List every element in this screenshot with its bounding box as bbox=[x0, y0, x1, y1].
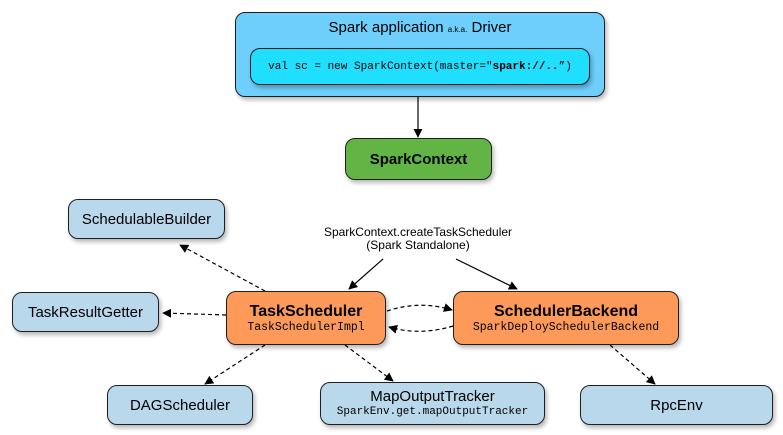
schedulerbackend-title: SchedulerBackend bbox=[493, 302, 639, 320]
taskscheduler-box: TaskScheduler TaskSchedulerImpl bbox=[226, 291, 386, 345]
driver-title-tail: Driver bbox=[471, 19, 512, 36]
sparkcontext-label: SparkContext bbox=[369, 150, 468, 168]
driver-code: val sc = new SparkContext(master="spark:… bbox=[268, 60, 572, 74]
edge-create-to-schedulerbackend bbox=[455, 258, 518, 290]
driver-code-box: val sc = new SparkContext(master="spark:… bbox=[250, 48, 590, 85]
driver-code-suffix: ”) bbox=[558, 60, 572, 73]
driver-code-prefix: val sc = new SparkContext(master=" bbox=[268, 60, 493, 73]
taskscheduler-impl: TaskSchedulerImpl bbox=[247, 320, 365, 334]
rpcenv-box: RpcEnv bbox=[580, 385, 773, 425]
driver-code-master: spark://.. bbox=[492, 60, 559, 73]
schedulerbackend-box: SchedulerBackend SparkDeploySchedulerBac… bbox=[453, 291, 679, 345]
edge-create-to-taskscheduler bbox=[348, 258, 384, 290]
driver-title: Spark application a.k.a. Driver bbox=[329, 19, 512, 39]
edge-taskscheduler-to-schedulerbackend bbox=[386, 303, 453, 312]
edge-schedulerbackend-to-rpcenv bbox=[609, 344, 656, 385]
schedulerbackend-impl: SparkDeploySchedulerBackend bbox=[472, 320, 660, 334]
driver-box: Spark application a.k.a. Driver val sc =… bbox=[235, 12, 605, 97]
driver-title-aka: a.k.a. bbox=[447, 25, 468, 34]
edge-taskscheduler-to-taskresultgetter bbox=[162, 308, 227, 318]
mapoutputtracker-box: MapOutputTracker SparkEnv.get.mapOutputT… bbox=[320, 382, 545, 425]
create-task-scheduler-call: SparkContext.createTaskScheduler bbox=[323, 225, 513, 239]
sparkcontext-box: SparkContext bbox=[345, 138, 492, 180]
schedulablebuilder-label: SchedulableBuilder bbox=[81, 210, 212, 228]
taskresultgetter-label: TaskResultGetter bbox=[27, 303, 144, 321]
edge-taskscheduler-to-mapoutputtracker bbox=[344, 344, 394, 382]
mapoutputtracker-title: MapOutputTracker bbox=[370, 388, 495, 405]
edge-taskscheduler-to-schedulablebuilder bbox=[179, 244, 266, 292]
schedulablebuilder-box: SchedulableBuilder bbox=[68, 199, 225, 239]
dagscheduler-box: DAGScheduler bbox=[107, 385, 253, 425]
rpcenv-label: RpcEnv bbox=[650, 396, 703, 414]
mapoutputtracker-accessor: SparkEnv.get.mapOutputTracker bbox=[336, 406, 529, 418]
dagscheduler-label: DAGScheduler bbox=[129, 396, 231, 414]
driver-title-main: Spark application bbox=[328, 19, 444, 36]
edge-schedulerbackend-to-taskscheduler bbox=[388, 324, 454, 334]
taskresultgetter-box: TaskResultGetter bbox=[12, 292, 159, 332]
taskscheduler-title: TaskScheduler bbox=[249, 302, 363, 320]
create-task-scheduler-label: SparkContext.createTaskScheduler (Spark … bbox=[298, 226, 538, 252]
edge-taskscheduler-to-dagscheduler bbox=[204, 344, 266, 385]
create-task-scheduler-mode: (Spark Standalone) bbox=[366, 238, 470, 252]
